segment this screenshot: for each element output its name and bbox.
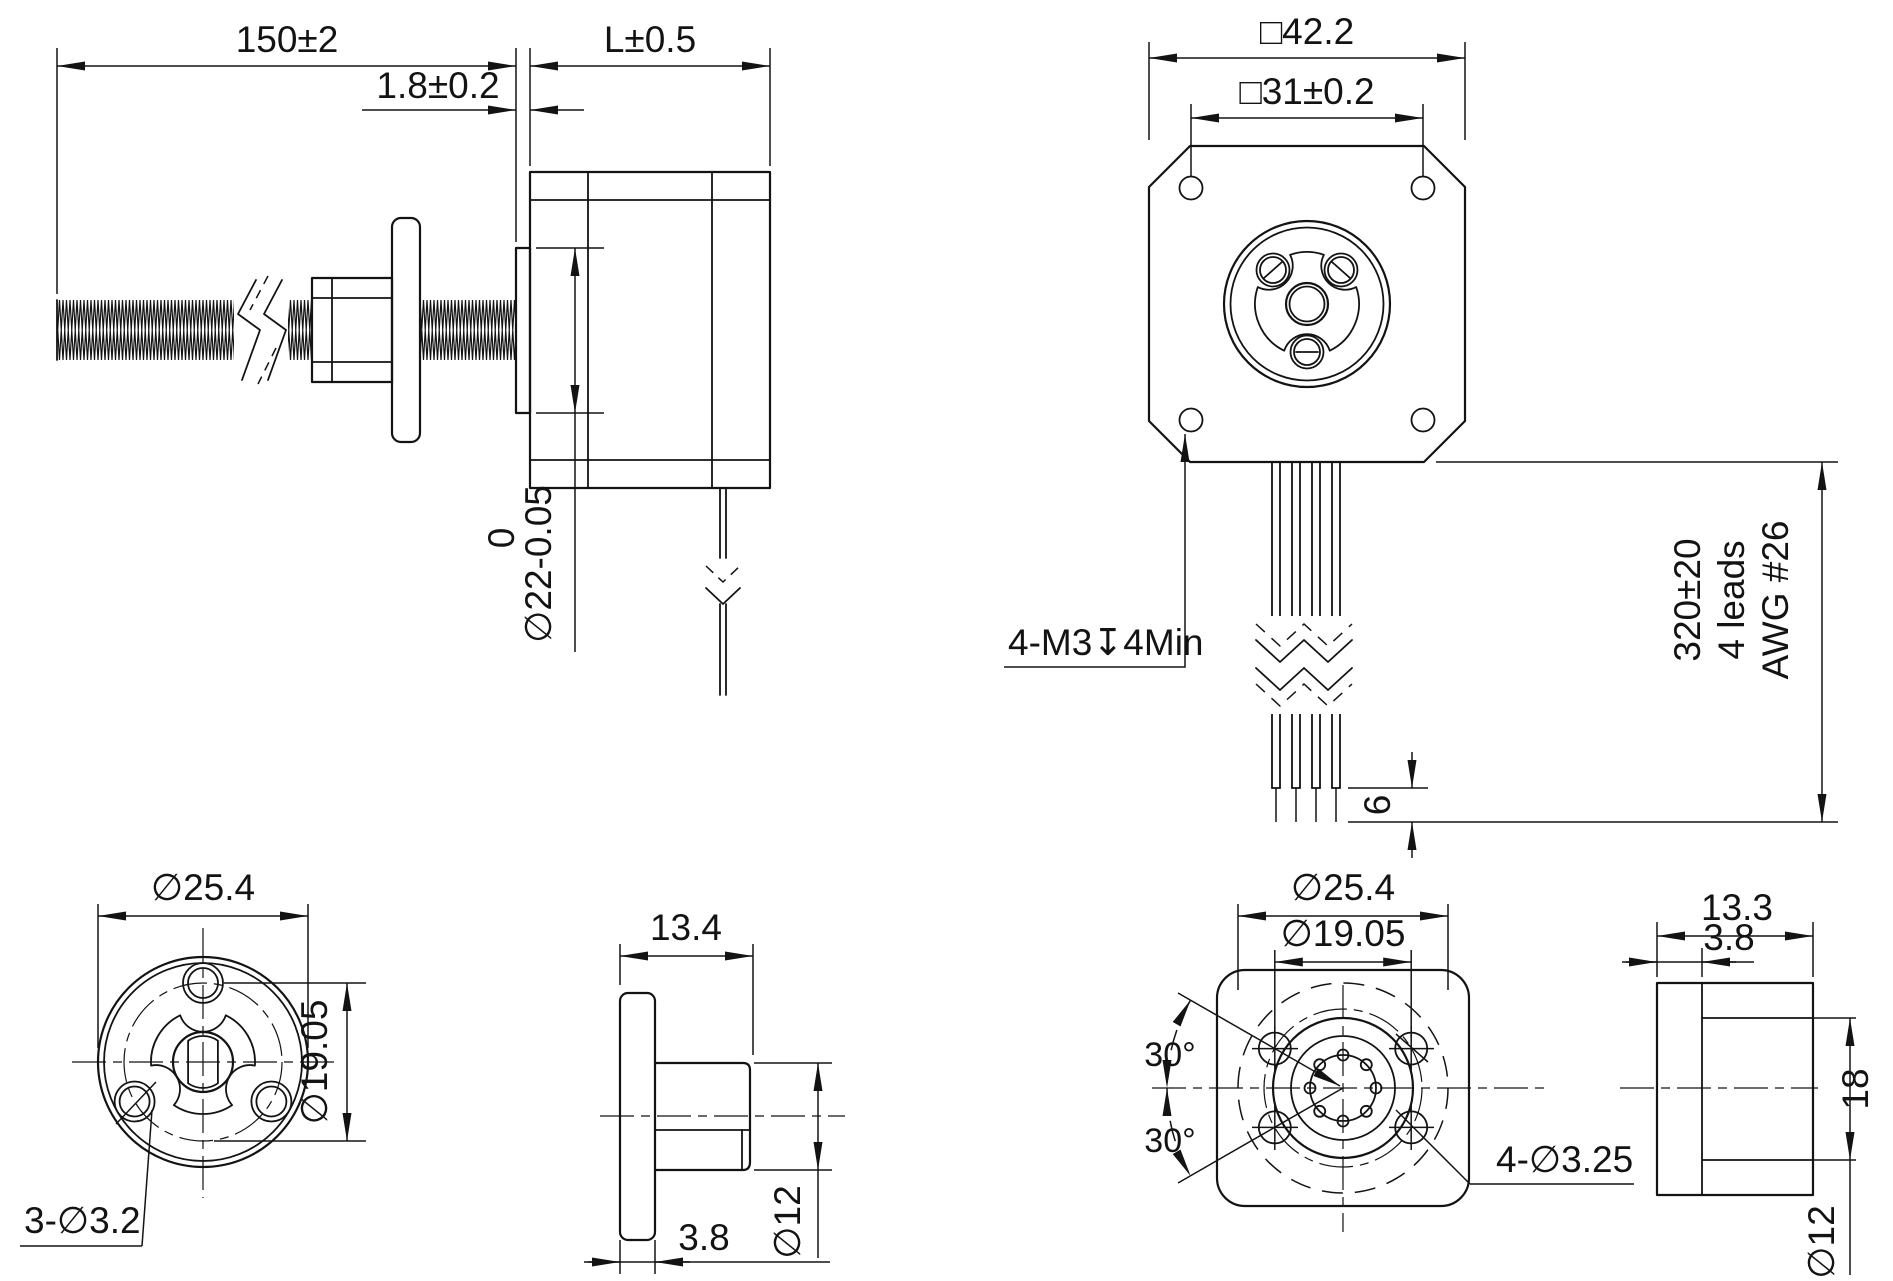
dim-stop-bore-height: 18 xyxy=(1835,1068,1876,1109)
dim-lead-length: 320±20 xyxy=(1667,538,1708,661)
view-stop-nut-front: ∅25.4 ∅19.05 30° 30° 4-∅3.25 xyxy=(1144,867,1634,1232)
dim-nut-bolt-circle: ∅19.05 xyxy=(294,1000,335,1125)
nut-lobe-profile xyxy=(150,1014,256,1115)
double-d-bore xyxy=(187,1035,219,1089)
motor-lead-wire xyxy=(705,487,741,696)
nut-front-geometry xyxy=(72,928,334,1198)
wire-break-symbol xyxy=(1255,622,1353,708)
motor-flange-front xyxy=(1147,144,1467,464)
lead-wires xyxy=(1250,461,1358,822)
note-tapped-holes: 4-M3↧4Min xyxy=(1008,622,1204,663)
spline-bore xyxy=(1303,1048,1383,1128)
note-stop-holes: 4-∅3.25 xyxy=(1496,1139,1633,1180)
front-lobe-plate xyxy=(1254,251,1360,352)
dim-stop-bolt-circle: ∅19.05 xyxy=(1281,913,1406,954)
dim-angle-upper: 30° xyxy=(1144,1036,1195,1074)
front-screws xyxy=(1255,252,1359,370)
dimensions-nut-side: 13.4 ∅12 3.8 xyxy=(584,907,832,1274)
dim-angle-lower: 30° xyxy=(1144,1122,1195,1160)
dimensions-stop-nut-side: 13.3 3.8 18 ∅12 xyxy=(1622,887,1876,1279)
dim-pilot-height: 1.8±0.2 xyxy=(376,65,499,106)
note-wire-gauge: AWG #26 xyxy=(1755,520,1796,679)
lead-screw xyxy=(56,275,516,385)
view-side-assembly: 150±2 L±0.5 1.8±0.2 ∅22-0.05 0 xyxy=(56,19,772,696)
dim-nut-flange-thickness: 3.8 xyxy=(678,1217,729,1258)
dim-pilot-diameter: ∅22-0.05 xyxy=(518,485,559,643)
dim-strip-length: 6 xyxy=(1357,795,1398,816)
view-front-face: □42.2 □31±0.2 4-M3↧4Min 6 320±20 4 leads… xyxy=(1004,11,1838,858)
dim-stop-outer-diameter: ∅25.4 xyxy=(1291,867,1395,908)
view-nut-side: 13.4 ∅12 3.8 xyxy=(584,907,845,1274)
dim-screw-length: 150±2 xyxy=(236,19,339,60)
dim-stop-bore-diameter: ∅12 xyxy=(1801,1205,1842,1278)
dim-pilot-upper-tol: 0 xyxy=(481,528,522,549)
dim-nut-outer-diameter: ∅25.4 xyxy=(151,867,255,908)
dimensions-front-face: □42.2 □31±0.2 4-M3↧4Min 6 320±20 4 leads… xyxy=(1004,11,1838,858)
pilot-boss xyxy=(514,246,532,415)
dimensions-stop-nut-front: ∅25.4 ∅19.05 30° 30° 4-∅3.25 xyxy=(1144,867,1634,1185)
dim-nut-overall-width: 13.4 xyxy=(650,907,722,948)
stop-side-geometry xyxy=(1620,981,1818,1197)
note-lead-count: 4 leads xyxy=(1711,540,1752,659)
dim-stop-flange-thickness: 3.8 xyxy=(1703,917,1754,958)
view-stop-nut-side: 13.3 3.8 18 ∅12 xyxy=(1620,887,1876,1279)
note-nut-holes: 3-∅3.2 xyxy=(24,1200,141,1241)
dim-stop-overall-width: 13.3 xyxy=(1701,887,1773,928)
nut-side-geometry xyxy=(600,991,845,1242)
view-nut-front: ∅25.4 ∅19.05 3-∅3.2 xyxy=(20,867,366,1247)
anti-backlash-nut xyxy=(310,216,422,444)
dim-mounting-spacing: □31±0.2 xyxy=(1239,71,1374,112)
motor-body-side xyxy=(528,170,772,490)
dim-flange-square: □42.2 xyxy=(1260,11,1354,52)
dim-nut-body-diameter: ∅12 xyxy=(767,1185,808,1258)
screw-break-symbol xyxy=(237,275,287,385)
dim-motor-length: L±0.5 xyxy=(604,19,696,60)
dimensions-nut-front: ∅25.4 ∅19.05 3-∅3.2 xyxy=(20,867,366,1247)
stop-nut-geometry xyxy=(1152,968,1548,1232)
dimensions-side-assembly: 150±2 L±0.5 1.8±0.2 ∅22-0.05 0 xyxy=(56,19,771,652)
